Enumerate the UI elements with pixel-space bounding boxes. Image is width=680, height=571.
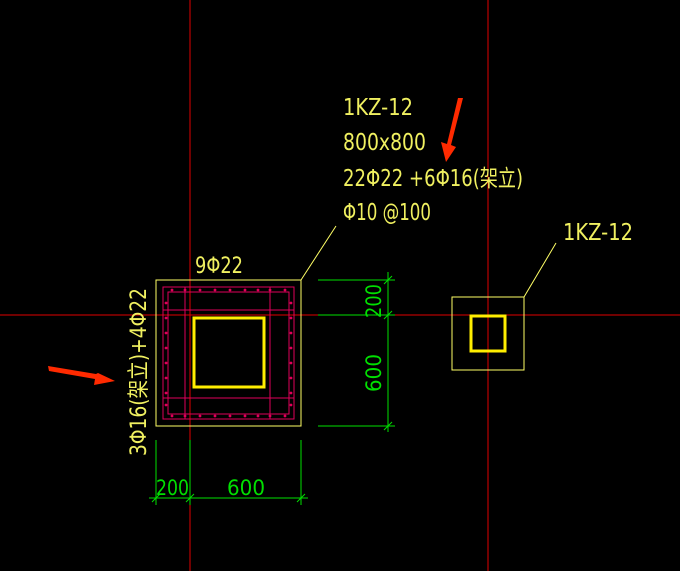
rebar-dot [164,391,168,395]
rebar-dot [289,331,293,335]
dim-bottom-right: 600 [227,476,265,500]
rebar-dot [228,414,232,418]
leader-line-annotation [300,225,337,281]
rebar-dot [283,414,287,418]
rebar-dot [183,288,187,292]
dim-bottom-left: 200 [156,476,189,500]
rebar-dot [289,301,293,305]
rebar-dot [170,414,174,418]
rebar-dot [164,403,168,407]
rebar-dot [228,288,232,292]
arrow-pointing-side-bars [48,366,115,385]
rebar-cage-outer [162,286,295,420]
rebar-dot [289,391,293,395]
column-symbol-outline [451,296,525,371]
rebar-dot [164,316,168,320]
rebar-cage-inner [167,291,290,415]
rebar-dot [164,376,168,380]
column-symbol[interactable]: 1KZ-12 [451,220,633,371]
column-outline [155,279,302,427]
column-symbol-label: 1KZ-12 [563,220,633,246]
side-bars-label: 3Φ16(架立)+4Φ22 [127,288,152,456]
core-square [192,316,266,389]
annotation-name: 1KZ-12 [343,95,413,121]
rebar-dots [164,288,293,418]
rebar-dot [289,346,293,350]
dim-right-top: 200 [362,284,386,318]
column-symbol-leader [523,242,557,298]
rebar-dot [243,414,247,418]
rebar-dot [164,361,168,365]
rebar-dot [268,288,272,292]
column-detail[interactable] [155,279,302,427]
column-symbol-core [469,314,507,353]
rebar-dot [164,301,168,305]
dim-right-bottom: 600 [362,354,386,392]
rebar-dot [183,414,187,418]
rebar-dot [164,346,168,350]
rebar-dot [256,288,260,292]
rebar-dot [283,288,287,292]
rebar-dot [213,288,217,292]
rebar-dot [268,414,272,418]
rebar-dot [289,376,293,380]
arrow-pointing-main-rebar [441,98,463,162]
rebar-dot [170,288,174,292]
dimension-texts: 200 600 200 600 [156,284,386,500]
top-bars-label: 9Φ22 [195,254,243,279]
dimension-lines [149,272,395,505]
rebar-dot [243,288,247,292]
rebar-dot [289,403,293,407]
rebar-dot [289,361,293,365]
rebar-dot [198,288,202,292]
rebar-dot [256,414,260,418]
rebar-dot [289,316,293,320]
rebar-dot [198,414,202,418]
annotation-size: 800x800 [343,130,426,156]
annotation-stirrup: Φ10 @100 [343,200,431,226]
rebar-dot [164,331,168,335]
column-annotation[interactable]: 1KZ-12 800x800 22Φ22 +6Φ16(架立) Φ10 @100 [343,95,523,226]
annotation-main-rebar: 22Φ22 +6Φ16(架立) [343,166,523,192]
rebar-dot [213,414,217,418]
